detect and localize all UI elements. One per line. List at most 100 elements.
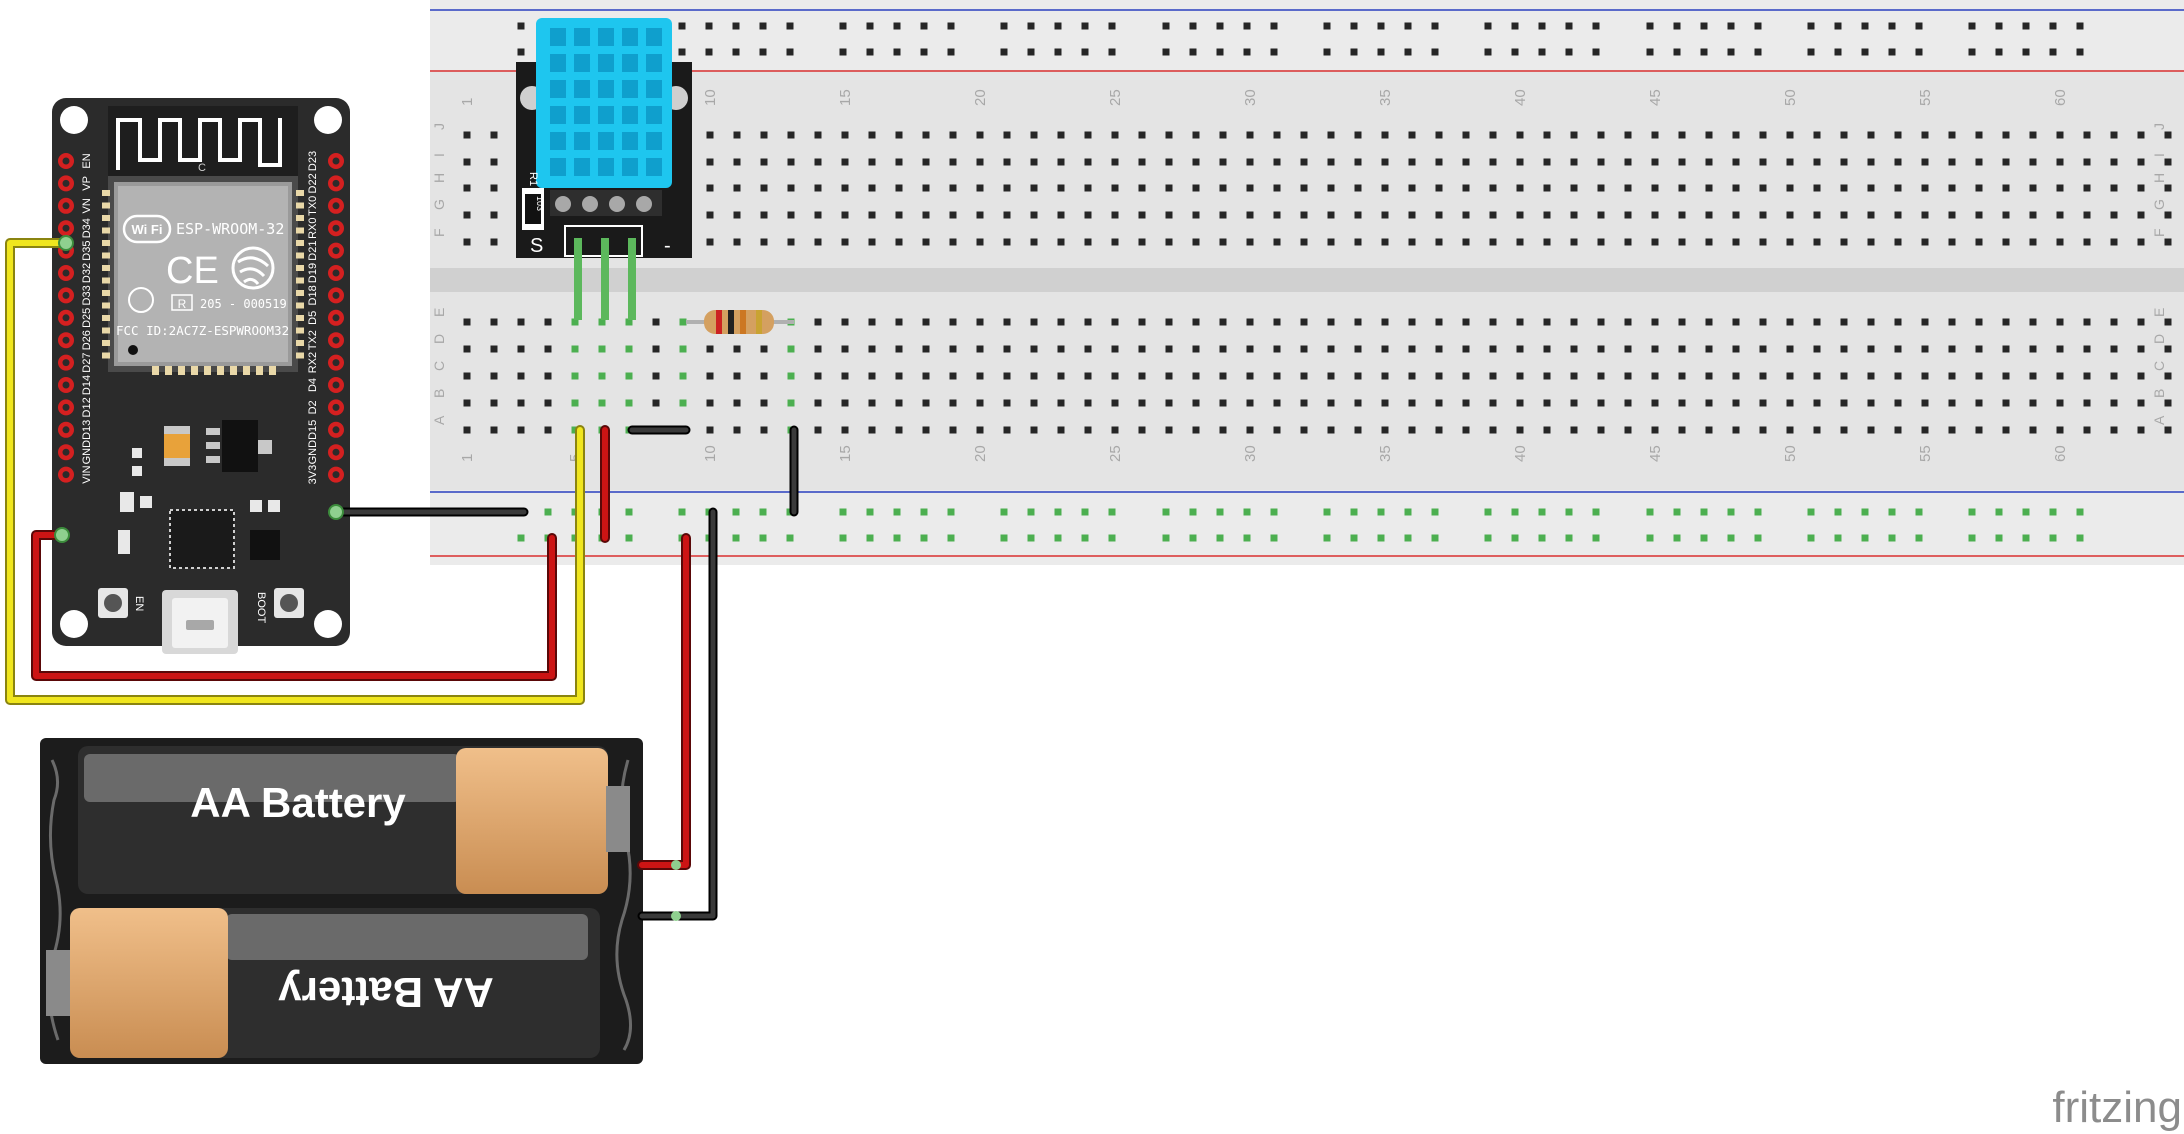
breadboard-hole	[1570, 184, 1578, 192]
module-pad	[102, 290, 110, 296]
breadboard-hole	[976, 372, 984, 380]
breadboard-hole	[2110, 345, 2118, 353]
breadboard-hole	[1732, 372, 1740, 380]
breadboard-hole	[1813, 399, 1821, 407]
breadboard-hole	[760, 211, 768, 219]
vent-slot	[574, 80, 590, 98]
rail-hole	[1404, 534, 1412, 542]
breadboard-hole	[895, 211, 903, 219]
breadboard-hole	[1705, 238, 1713, 246]
breadboard-hole	[1138, 211, 1146, 219]
column-number: 60	[2052, 445, 2069, 462]
mount-hole	[60, 610, 88, 638]
breadboard-hole	[868, 399, 876, 407]
breadboard-hole	[1462, 238, 1470, 246]
row-letter: D	[2151, 334, 2167, 344]
wire-black-battery	[639, 509, 716, 919]
esp32-pin-hole	[62, 314, 70, 322]
breadboard-hole	[1246, 426, 1254, 434]
rail-hole	[1673, 48, 1681, 56]
breadboard-hole	[1030, 131, 1038, 139]
r-mark-box	[171, 294, 193, 311]
rail-hole	[947, 508, 955, 516]
module-pad	[102, 215, 110, 221]
rail-hole	[1673, 22, 1681, 30]
rail-hole	[544, 508, 552, 516]
breadboard-hole	[1543, 399, 1551, 407]
rail-hole	[2076, 534, 2084, 542]
breadboard-hole	[1516, 238, 1524, 246]
breadboard-hole	[1192, 184, 1200, 192]
breadboard-hole	[571, 372, 579, 380]
breadboard-hole	[1975, 318, 1983, 326]
breadboard-hole	[1894, 238, 1902, 246]
breadboard-hole	[1489, 211, 1497, 219]
breadboard-hole	[1354, 318, 1362, 326]
breadboard-hole	[1381, 211, 1389, 219]
breadboard-hole	[1948, 184, 1956, 192]
breadboard-hole	[1273, 131, 1281, 139]
rail-hole	[866, 534, 874, 542]
rail-hole	[1270, 534, 1278, 542]
breadboard-hole	[1516, 345, 1524, 353]
row-letter: H	[2151, 173, 2167, 183]
breadboard-hole	[1597, 184, 1605, 192]
rail-hole	[1995, 534, 2003, 542]
rail-hole	[866, 22, 874, 30]
column-number: 35	[1377, 89, 1394, 106]
rail-hole	[1727, 534, 1735, 542]
breadboard-hole	[652, 345, 660, 353]
breadboard-hole	[2083, 158, 2091, 166]
esp32-pin-hole	[332, 314, 340, 322]
resistor-band	[740, 310, 746, 334]
rail-hole	[2022, 22, 2030, 30]
breadboard-hole	[1300, 184, 1308, 192]
esp32-pin-label: D18	[307, 285, 319, 305]
rail-hole	[1027, 22, 1035, 30]
rail-hole	[2076, 22, 2084, 30]
breadboard-hole	[1732, 345, 1740, 353]
esp32-pin-hole	[332, 359, 340, 367]
rail-hole	[920, 48, 928, 56]
breadboard-hole	[490, 318, 498, 326]
boot-button-cap[interactable]	[280, 594, 298, 612]
breadboard-hole	[1408, 184, 1416, 192]
en-button-cap[interactable]	[104, 594, 122, 612]
module-pad	[102, 265, 110, 271]
breadboard-hole	[2002, 184, 2010, 192]
breadboard-hole	[1948, 345, 1956, 353]
module-pad	[102, 315, 110, 321]
rail-hole	[1189, 534, 1197, 542]
rail-hole	[893, 534, 901, 542]
breadboard-hole	[1705, 131, 1713, 139]
module-pad	[102, 352, 110, 359]
rail-hole	[759, 48, 767, 56]
breadboard-hole	[814, 318, 822, 326]
esp32-pin-label: D21	[307, 241, 319, 261]
breadboard-hole	[1084, 372, 1092, 380]
breadboard-hole	[598, 345, 606, 353]
breadboard-hole	[1165, 158, 1173, 166]
breadboard-hole	[2083, 345, 2091, 353]
breadboard-hole	[733, 345, 741, 353]
breadboard-hole	[1813, 426, 1821, 434]
breadboard-hole	[1462, 399, 1470, 407]
fcc-label: FCC ID:2AC7Z-ESPWROOM32	[116, 323, 289, 338]
breadboard-hole	[1408, 158, 1416, 166]
rail-hole	[1968, 22, 1976, 30]
breadboard-hole	[1867, 238, 1875, 246]
row-letter: C	[2151, 361, 2167, 371]
breadboard-hole	[2056, 372, 2064, 380]
r-mark: R	[178, 297, 187, 311]
rail-hole	[1027, 534, 1035, 542]
breadboard-hole	[1003, 184, 1011, 192]
breadboard-hole	[787, 345, 795, 353]
rail-hole	[1565, 508, 1573, 516]
breadboard-hole	[2137, 399, 2145, 407]
breadboard-hole	[1651, 426, 1659, 434]
breadboard-hole	[1678, 345, 1686, 353]
rail-hole	[1646, 534, 1654, 542]
column-number: 40	[1512, 445, 1529, 462]
breadboard-hole	[2002, 345, 2010, 353]
breadboard-hole	[949, 399, 957, 407]
